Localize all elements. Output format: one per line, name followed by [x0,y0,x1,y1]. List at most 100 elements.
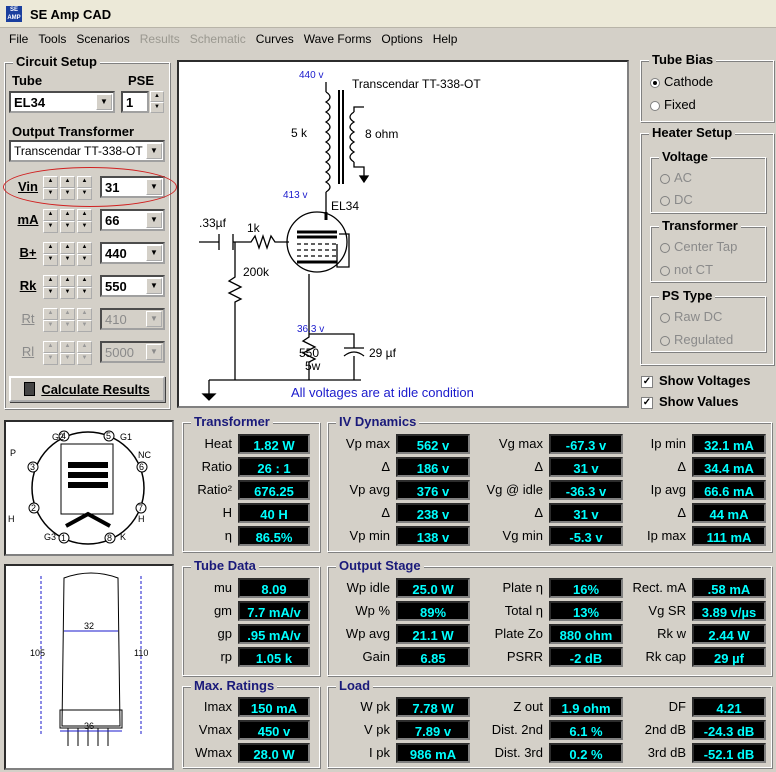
b-step-1-spinner[interactable]: ▲▼ [43,242,58,266]
spin-up-icon[interactable]: ▲ [43,242,58,254]
menu-scenarios[interactable]: Scenarios [76,32,130,46]
output-transformer-select[interactable]: Transcendar TT-338-OT ▼ [9,140,165,162]
b-step-2-spinner[interactable]: ▲▼ [60,242,75,266]
rt-label: Rt [21,311,35,326]
spin-down-icon[interactable]: ▼ [43,287,58,299]
rk-step-2-spinner[interactable]: ▲▼ [60,275,75,299]
rl-label: Rl [21,344,35,359]
load-c2-r1-value: -24.3 dB [692,720,766,740]
spin-up-icon[interactable]: ▲ [77,209,92,221]
b-select[interactable]: 440▼ [100,242,165,264]
spin-up-icon[interactable]: ▲ [60,341,75,353]
menu-curves[interactable]: Curves [255,32,294,46]
spin-down-icon[interactable]: ▼ [60,254,75,266]
spin-down-icon[interactable]: ▼ [43,221,58,233]
chevron-down-icon[interactable]: ▼ [146,278,162,294]
app-title: SE Amp CAD [30,7,112,22]
menu-options[interactable]: Options [381,32,423,46]
rk-select[interactable]: 550▼ [100,275,165,297]
ma-step-2-spinner[interactable]: ▲▼ [60,209,75,233]
menu-schematic[interactable]: Schematic [189,32,246,46]
chevron-down-icon[interactable]: ▼ [146,212,162,228]
center-tap-radio[interactable]: Center Tap [660,239,737,254]
voltage-ac-radio[interactable]: AC [660,170,692,185]
tube-select[interactable]: EL34 ▼ [9,91,115,113]
b-step-3-spinner[interactable]: ▲▼ [77,242,92,266]
voltage-dc-radio[interactable]: DC [660,192,693,207]
menu-tools[interactable]: Tools [38,32,67,46]
rl-step-3-spinner[interactable]: ▲▼ [77,341,92,365]
bias-fixed-radio[interactable]: Fixed [650,97,696,112]
spin-down-icon[interactable]: ▼ [77,320,92,332]
rl-step-2-spinner[interactable]: ▲▼ [60,341,75,365]
ps-type-group: PS Type [650,288,766,352]
rk-step-1-spinner[interactable]: ▲▼ [43,275,58,299]
spin-down-icon[interactable]: ▼ [43,254,58,266]
rl-select[interactable]: 5000▼ [100,341,165,363]
bias-cathode-radio[interactable]: Cathode [650,74,713,89]
spin-down-icon[interactable]: ▼ [77,221,92,233]
spin-up-icon[interactable]: ▲ [60,275,75,287]
spin-up-icon[interactable]: ▲ [60,308,75,320]
output-c1-r2-label: Plate Zo [494,626,543,641]
regulated-radio[interactable]: Regulated [660,332,733,347]
spin-up-icon[interactable]: ▲ [150,91,164,102]
show-values-checkbox[interactable]: ✓Show Values [641,394,738,409]
height-left-label: 105 [30,648,45,658]
spin-up-icon[interactable]: ▲ [43,341,58,353]
chevron-down-icon[interactable]: ▼ [146,344,162,360]
chevron-down-icon[interactable]: ▼ [96,94,112,110]
rt-step-1-spinner[interactable]: ▲▼ [43,308,58,332]
show-voltages-checkbox[interactable]: ✓Show Voltages [641,373,751,388]
spin-down-icon[interactable]: ▼ [60,320,75,332]
spin-down-icon[interactable]: ▼ [43,320,58,332]
pse-spinner[interactable]: ▲ ▼ [150,91,164,113]
spin-up-icon[interactable]: ▲ [77,308,92,320]
not-ct-radio[interactable]: not CT [660,262,713,277]
iv-c1-r2-value: -36.3 v [549,480,623,500]
spin-up-icon[interactable]: ▲ [60,209,75,221]
rt-step-3-spinner[interactable]: ▲▼ [77,308,92,332]
spin-down-icon[interactable]: ▼ [43,353,58,365]
output-c2-r1-value: 3.89 v/µs [692,601,766,621]
rk-step-3-spinner[interactable]: ▲▼ [77,275,92,299]
chevron-down-icon[interactable]: ▼ [146,245,162,261]
spin-down-icon[interactable]: ▼ [77,254,92,266]
calculate-results-button[interactable]: Calculate Results [9,376,165,402]
tube-label: Tube [12,73,43,88]
spin-up-icon[interactable]: ▲ [43,275,58,287]
spin-down-icon[interactable]: ▼ [60,353,75,365]
raw-dc-radio[interactable]: Raw DC [660,309,722,324]
menu-wave-forms[interactable]: Wave Forms [303,32,372,46]
spin-up-icon[interactable]: ▲ [43,308,58,320]
g3-wire [336,233,350,268]
chevron-down-icon[interactable]: ▼ [146,143,162,159]
spin-up-icon[interactable]: ▲ [60,242,75,254]
v-top-label: 440 v [299,70,323,81]
spin-up-icon[interactable]: ▲ [77,242,92,254]
spin-up-icon[interactable]: ▲ [43,209,58,221]
spin-up-icon[interactable]: ▲ [77,341,92,353]
menu-file[interactable]: File [9,32,29,46]
transformer-name-label: Transcendar TT-338-OT [352,77,481,91]
pse-field[interactable]: 1 [121,91,149,113]
ma-select[interactable]: 66▼ [100,209,165,231]
iv-c2-r2-label: Ip avg [650,482,686,497]
spin-down-icon[interactable]: ▼ [77,353,92,365]
chevron-down-icon[interactable]: ▼ [146,311,162,327]
load-c0-r1-value: 7.89 v [396,720,470,740]
menu-help[interactable]: Help [432,32,458,46]
rl-step-1-spinner[interactable]: ▲▼ [43,341,58,365]
ma-step-3-spinner[interactable]: ▲▼ [77,209,92,233]
spin-down-icon[interactable]: ▼ [77,287,92,299]
menu-results[interactable]: Results [139,32,180,46]
iv-c0-r3-label: Δ [381,505,390,520]
pin-3-label: P [10,448,16,458]
spin-up-icon[interactable]: ▲ [77,275,92,287]
spin-down-icon[interactable]: ▼ [60,221,75,233]
spin-down-icon[interactable]: ▼ [150,102,164,113]
spin-down-icon[interactable]: ▼ [60,287,75,299]
rt-select[interactable]: 410▼ [100,308,165,330]
ma-step-1-spinner[interactable]: ▲▼ [43,209,58,233]
rt-step-2-spinner[interactable]: ▲▼ [60,308,75,332]
